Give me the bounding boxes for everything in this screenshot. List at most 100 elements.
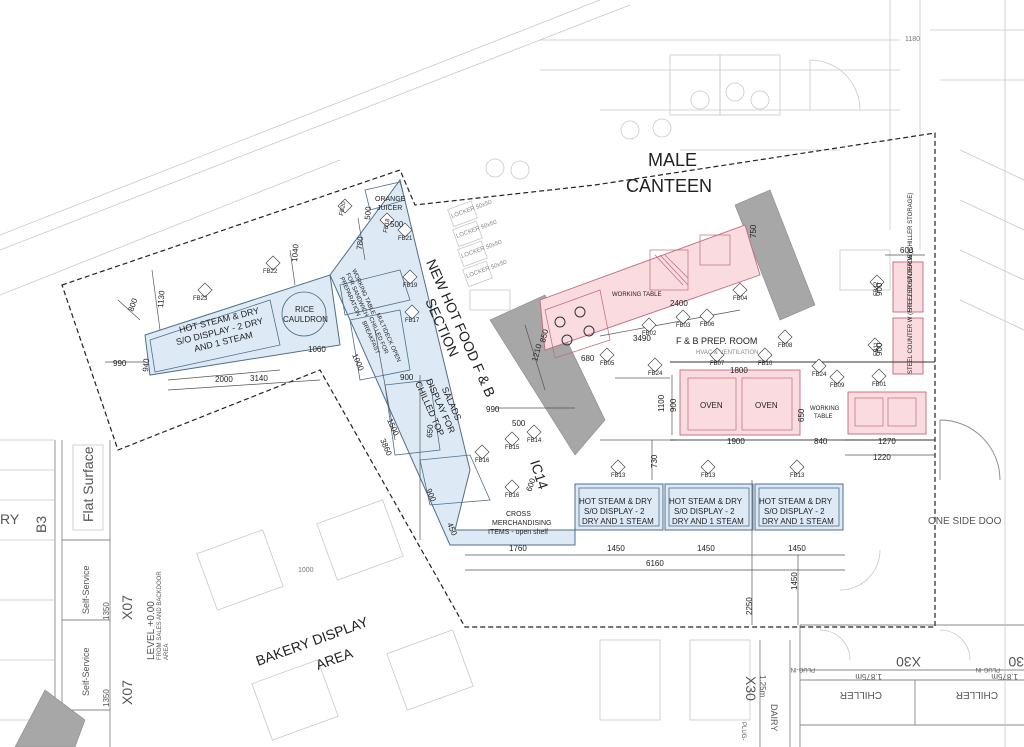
- svg-text:FB07: FB07: [710, 361, 725, 367]
- svg-text:FB13: FB13: [790, 473, 805, 479]
- svg-text:FB02: FB02: [642, 331, 657, 337]
- structural-wall-2: [734, 189, 816, 321]
- svg-text:800: 800: [126, 297, 139, 313]
- display-1-line-3: DRY AND 1 STEAM: [582, 517, 654, 526]
- svg-text:2000: 2000: [215, 375, 233, 384]
- svg-text:1450: 1450: [607, 544, 625, 553]
- svg-text:990: 990: [113, 359, 127, 368]
- svg-text:FB05: FB05: [600, 361, 615, 367]
- svg-text:FB08: FB08: [778, 343, 793, 349]
- svg-text:680: 680: [581, 354, 595, 363]
- svg-text:FB17: FB17: [405, 318, 420, 324]
- level-label-2: FROM SALES AND BACKDOOR: [157, 571, 163, 660]
- right-counter-column: [329, 178, 576, 546]
- tag-labels: FB23 FB22 FB20 FB21 FB19 FB18 FB17 FB16 …: [193, 201, 887, 499]
- svg-text:900: 900: [669, 398, 678, 412]
- svg-text:1000: 1000: [298, 567, 314, 574]
- svg-text:FB06: FB06: [700, 322, 715, 328]
- svg-text:1060: 1060: [308, 345, 326, 354]
- height-1875-a: 1.875m: [855, 672, 882, 681]
- svg-text:500: 500: [512, 419, 526, 428]
- height-1875-b: 1.875m: [991, 672, 1018, 681]
- display-3-line-2: S/O DISPLAY - 2: [764, 507, 825, 516]
- freezer-storage-counter: [892, 317, 924, 375]
- svg-text:500: 500: [390, 220, 404, 229]
- svg-text:1220: 1220: [873, 453, 891, 462]
- svg-text:940: 940: [141, 358, 151, 373]
- svg-text:900: 900: [875, 342, 884, 356]
- male-canteen-label-2: CANTEEN: [626, 176, 712, 196]
- display-2-line-1: HOT STEAM & DRY: [669, 497, 743, 506]
- display-3-line-1: HOT STEAM & DRY: [759, 497, 833, 506]
- svg-text:840: 840: [814, 437, 828, 446]
- svg-text:3490: 3490: [633, 334, 651, 343]
- display-2-line-3: DRY AND 1 STEAM: [672, 517, 744, 526]
- plug-in-label-b: PLUG-IN: [976, 666, 1000, 672]
- svg-text:1800: 1800: [730, 366, 748, 375]
- svg-text:850: 850: [538, 328, 550, 344]
- svg-text:FB18: FB18: [383, 218, 392, 234]
- display-1-line-2: S/O DISPLAY - 2: [584, 507, 645, 516]
- right-bottom-panel: ONE SIDE DOO X30 30 X30 PLUG-IN PLUG-IN …: [740, 516, 1024, 740]
- svg-text:780: 780: [355, 236, 365, 251]
- svg-text:1130: 1130: [156, 290, 167, 308]
- svg-text:600: 600: [524, 477, 537, 493]
- equipment-tags: [197, 198, 887, 495]
- svg-text:FB03: FB03: [676, 323, 691, 329]
- svg-text:FB13: FB13: [701, 473, 716, 479]
- svg-text:FB10: FB10: [758, 361, 773, 367]
- svg-text:1900: 1900: [727, 437, 745, 446]
- display-1-line-1: HOT STEAM & DRY: [579, 497, 653, 506]
- rice-cauldron-label-1: RICE: [295, 305, 314, 314]
- svg-text:1450: 1450: [697, 544, 715, 553]
- svg-text:1450: 1450: [788, 544, 806, 553]
- ry-label: RY: [0, 511, 20, 527]
- chiller-label-1: CHILLER: [840, 689, 882, 700]
- oven-2-label: OVEN: [755, 401, 778, 410]
- svg-text:6160: 6160: [646, 559, 664, 568]
- left-counter: [144, 274, 341, 376]
- svg-text:FB16: FB16: [505, 493, 520, 499]
- svg-text:FB24: FB24: [648, 371, 663, 377]
- svg-text:FB16: FB16: [475, 458, 490, 464]
- svg-text:2400: 2400: [670, 299, 688, 308]
- svg-text:3140: 3140: [250, 374, 268, 383]
- working-table-2-line-2: TABLE: [814, 414, 833, 420]
- svg-text:FB04: FB04: [733, 296, 748, 302]
- display-unit-1: [574, 483, 664, 531]
- svg-text:FB13: FB13: [611, 473, 626, 479]
- one-side-door-label: ONE SIDE DOO: [928, 516, 1002, 527]
- male-canteen-label-1: MALE: [648, 150, 697, 170]
- svg-text:900: 900: [400, 373, 414, 382]
- hot-food-counter: [144, 178, 844, 546]
- height-125-label: 1.25m: [758, 675, 767, 698]
- dimension-lines: [105, 217, 935, 625]
- svg-text:990: 990: [486, 405, 500, 414]
- level-label-3: AREA: [164, 644, 170, 660]
- svg-text:FB15: FB15: [505, 445, 520, 451]
- svg-text:FB11: FB11: [874, 341, 880, 356]
- display-unit-3: [754, 483, 844, 531]
- svg-text:2250: 2250: [745, 597, 754, 615]
- svg-text:1760: 1760: [509, 544, 527, 553]
- bakery-label-2: AREA: [314, 645, 356, 673]
- structural-wall-1: [489, 294, 606, 456]
- svg-text:FB22: FB22: [263, 269, 278, 275]
- steel-counter-freezer-label: STEEL COUNTER W (FREEZER STORAGE): [908, 252, 914, 374]
- prep-room-label: F & B PREP. ROOM: [676, 336, 757, 346]
- flat-surface-label: Flat Surface: [80, 446, 96, 522]
- svg-text:FB09: FB09: [830, 383, 845, 389]
- svg-text:3860: 3860: [378, 437, 394, 457]
- working-table-2-line-1: WORKING: [810, 406, 840, 412]
- x30-label-a: X30: [896, 654, 921, 670]
- display-2-line-2: S/O DISPLAY - 2: [674, 507, 735, 516]
- cross-merch-3: ITEMS - open shelf: [488, 529, 548, 536]
- svg-text:1000: 1000: [350, 352, 366, 372]
- rice-cauldron-label-2: CAULDRON: [283, 315, 328, 324]
- svg-text:FB14: FB14: [527, 438, 542, 444]
- svg-text:1450: 1450: [790, 572, 799, 590]
- prep-room-equipment: [539, 224, 935, 441]
- svg-text:1100: 1100: [657, 394, 666, 412]
